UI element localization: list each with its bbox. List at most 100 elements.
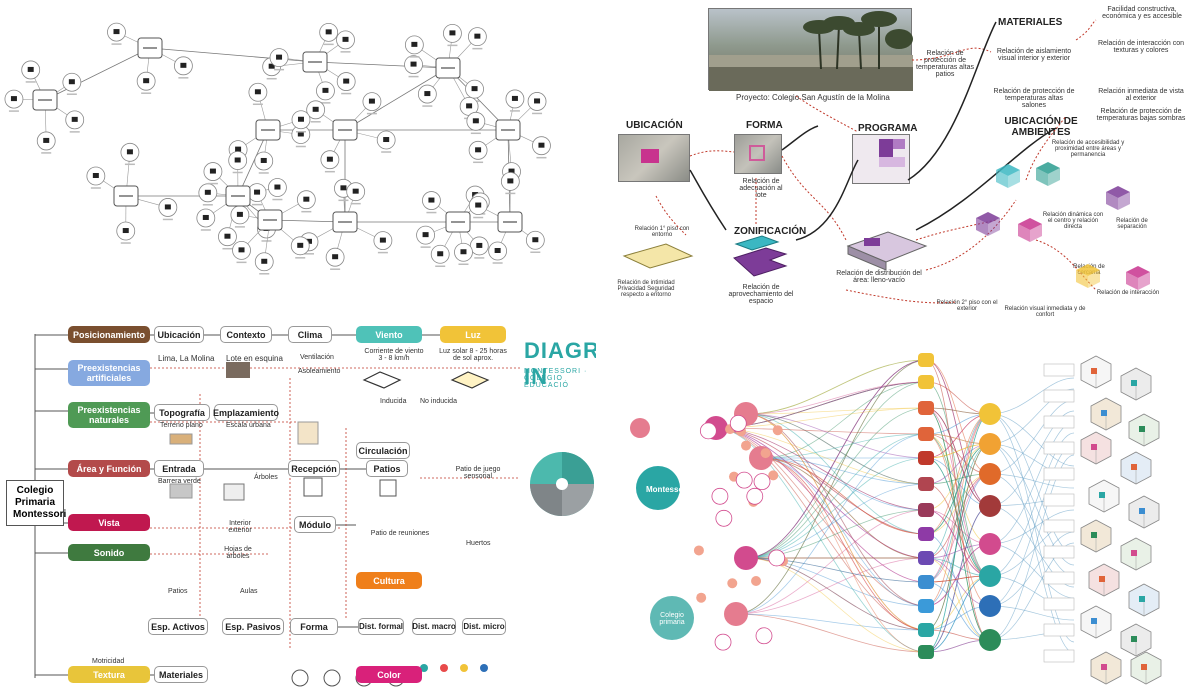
connection-curve [745,407,927,415]
hexagon-detail [1131,464,1137,470]
outline-node [714,633,732,651]
text-lote: Lote en esquina [226,354,283,363]
connection-curve [760,457,927,511]
hexagon-detail [1091,368,1097,374]
pink-node [749,446,773,470]
photo-caption: Proyecto: Colegio San Agustín de la Moli… [736,93,890,102]
text-card [1043,389,1075,403]
materiales-header: MATERIALES [998,17,1063,28]
satellite-glyph [411,41,418,47]
concept-diagram-panel: Proyecto: Colegio San Agustín de la Moli… [596,0,1192,318]
programa-header: PROGRAMA [858,123,918,134]
satellite-glyph [143,78,150,84]
connection-curve [925,443,991,583]
connection-curve [760,457,927,631]
category-node [918,575,934,589]
text-hojas: Hojas de árboles [224,546,252,560]
network-diagram-panel [0,0,596,318]
text-inmediata: Relación inmediata de vista al exterior [1098,88,1184,102]
text-intimidad: Relación de intimidad Privacidad Segurid… [617,280,675,298]
text-card [1043,623,1075,637]
satellite-glyph [466,103,473,109]
connection-curve [760,457,927,631]
cube-left [1036,168,1048,186]
satellite-glyph [507,178,514,184]
diagram-subtitle: MONTESSORI · COLEGIO EDUCACIÓ [524,368,588,389]
left-pill: Sonido [68,544,150,561]
small-node [751,576,762,587]
top-pill: Clima [288,326,332,343]
text-cercania: Relación de cercanía [1073,264,1105,276]
color-swatch [460,664,468,672]
pill-entrada: Entrada [154,460,204,477]
text-card [1043,363,1075,377]
satellite-glyph [122,228,129,234]
satellite-glyph [209,168,216,174]
text-relacion-1piso: Relación 1° piso con entorno [634,226,690,238]
connection-curve [989,413,1075,467]
satellite-glyph [383,137,390,143]
group-node [979,629,1001,651]
color-swatch [440,664,448,672]
cube-top [1106,186,1130,198]
category-node [918,427,934,441]
text-card [1043,571,1075,585]
connection-curve [745,381,927,415]
satellite-glyph [303,196,310,202]
top-pill: Luz [440,326,506,343]
flow-arrow [781,125,819,151]
category-node [918,477,934,491]
connection-curve [989,443,1075,566]
satellite-glyph [508,168,515,174]
text-patio-juego: Patio de juego sensorial [455,466,501,480]
text-patios-sm: Patios [168,588,188,595]
category-node [918,551,934,565]
connection-curve [735,433,927,615]
cube-right [988,218,1000,236]
forma-circle [323,669,341,687]
text-escala: Escala urbana [226,422,271,429]
node-colegio-label: Colegio primaria [659,612,685,626]
connection-curve [735,359,927,615]
network-link [314,61,449,69]
diagram-title: DIAGRAMA IN [524,338,596,389]
text-aislamiento: Relación de aislamiento visual interior … [996,48,1072,62]
text-dinamica: Relación dinámica con el centro y relaci… [1042,212,1104,230]
text-patio-reuniones: Patio de reuniones [370,530,430,537]
satellite-glyph [234,157,241,163]
satellite-glyph [235,146,242,152]
dotted-relation-line [915,219,997,241]
top-pill: Ubicación [154,326,204,343]
connection-curve [989,443,1075,654]
connection-curve [925,533,991,641]
plan-zone [864,238,880,246]
text-proteccion-bajas: Relación de protección de temperaturas b… [1096,108,1186,122]
node-colegio [650,596,694,640]
hexagon-detail [1091,532,1097,538]
text-motricidad: Motricidad [92,658,125,665]
network-link [44,47,151,101]
text-relacion-2piso: Relación 2° piso con el exterior [936,300,998,312]
connection-curve [989,543,1075,599]
connection-curve [760,381,927,459]
cube-right [1048,168,1060,186]
pink-node [724,602,748,626]
connection-curve [745,483,927,559]
text-card [1043,597,1075,611]
pill-recepcion: Recepción [288,460,340,477]
patios-sketch [379,479,397,497]
programa-plan [852,134,910,184]
satellite-glyph [471,86,478,92]
satellite-glyph [332,254,339,260]
connection-curve [925,413,991,607]
category-node [918,623,934,637]
pill-dist-macro: Dist. macro [412,618,456,635]
connection-curve [760,457,927,485]
text-card [1043,545,1075,559]
satellite-glyph [437,251,444,257]
satellite-glyph [43,137,50,143]
text-no-inducida: No inducida [420,398,457,405]
node-montessori [636,466,680,510]
entrada-sketch [169,483,193,499]
satellite-glyph [254,189,261,195]
